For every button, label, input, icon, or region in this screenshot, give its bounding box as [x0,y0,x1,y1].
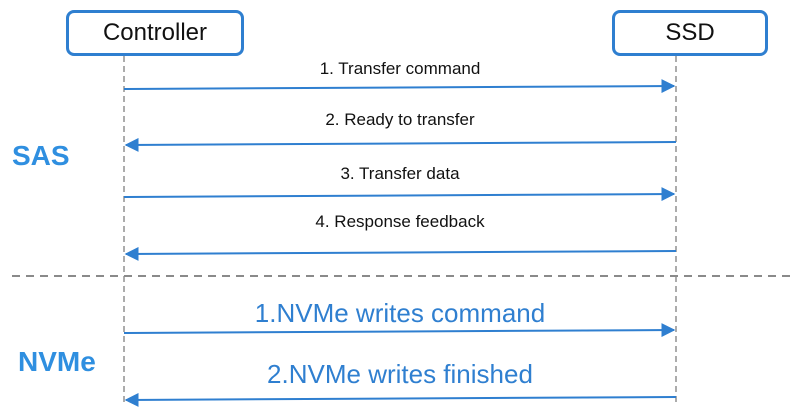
controller-label: Controller [102,19,208,46]
sas-arrow-4 [124,246,677,261]
sas-arrow-1 [123,79,676,94]
sas-message-2: 2. Ready to transfer [325,110,475,129]
ssd-box: SSD [612,10,768,56]
ssd-label: SSD [665,19,715,46]
nvme-message-2: 2.NVMe writes finished [267,359,533,389]
nvme-arrow-1 [123,323,676,338]
nvme-message-1: 1.NVMe writes command [254,298,546,328]
nvme-section-label: NVMe [18,346,96,377]
nvme-arrow-2 [124,392,677,407]
sas-message-4: 4. Response feedback [315,212,485,231]
sas-arrow-2 [124,137,677,152]
sas-message-3: 3. Transfer data [340,164,460,183]
sas-arrow-3 [123,187,676,202]
sas-message-1: 1. Transfer command [319,59,481,78]
sas-section-label: SAS [12,140,70,171]
controller-box: Controller [66,10,244,56]
